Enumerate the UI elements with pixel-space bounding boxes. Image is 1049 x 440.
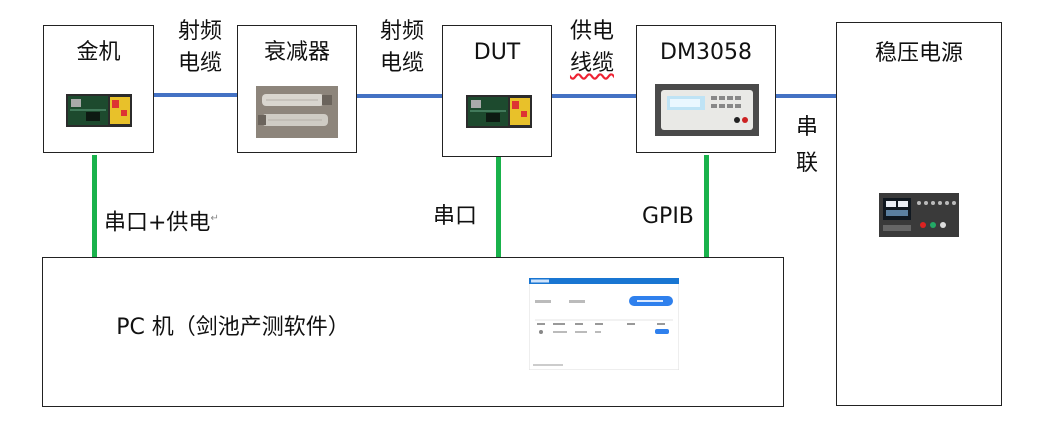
power-cable-label: 供电 线缆 [562,16,622,80]
attenuator-label: 衰减器 [263,40,330,65]
rf-cable-label-2: 射频 电缆 [372,16,432,80]
multimeter-image [655,84,759,136]
attenuator-image [256,86,338,138]
power-cable-label-line2: 线缆 [569,51,614,76]
dut-box: DUT [442,25,552,157]
golden-board-image [66,94,132,127]
serial-line [496,157,501,257]
power-supply-label: 稳压电源 [874,41,963,66]
power-cable-line [552,94,636,98]
rf-cable-label-1-line1: 射频 [177,19,222,44]
serial-power-label-text: 串口+供电 [104,210,211,236]
dm3058-label: DM3058 [660,40,752,65]
power-supply-box: 稳压电源 [836,22,1002,406]
serial-power-line [92,155,97,257]
golden-unit-label: 金机 [76,40,121,65]
golden-unit-box: 金机 [43,25,154,153]
pc-label: PC 机（剑池产测软件） [116,315,350,340]
dut-board-image [466,95,532,128]
serial-label: 串口 [433,204,478,229]
rf-cable-label-1: 射频 电缆 [170,16,230,80]
gpib-line [704,155,709,257]
series-label: 串 联 [792,110,822,182]
series-label-line2: 联 [795,151,818,176]
dut-label: DUT [473,40,521,65]
rf-cable-label-1-line2: 电缆 [177,51,222,76]
dm3058-box: DM3058 [636,25,776,153]
rf-cable-label-2-line1: 射频 [379,19,424,44]
rf-cable-line-1 [153,93,237,97]
rf-cable-line-2 [357,94,442,98]
pc-box: PC 机（剑池产测软件） [42,257,784,407]
attenuator-box: 衰减器 [237,25,357,153]
power-supply-image [879,193,959,237]
rf-cable-label-2-line2: 电缆 [379,51,424,76]
power-cable-label-line1: 供电 [569,19,614,44]
series-label-line1: 串 [795,115,818,140]
software-screenshot-image [529,278,679,370]
serial-power-label: 串口+供电↵ [104,210,219,236]
gpib-label: GPIB [642,204,694,229]
series-line [776,94,836,98]
